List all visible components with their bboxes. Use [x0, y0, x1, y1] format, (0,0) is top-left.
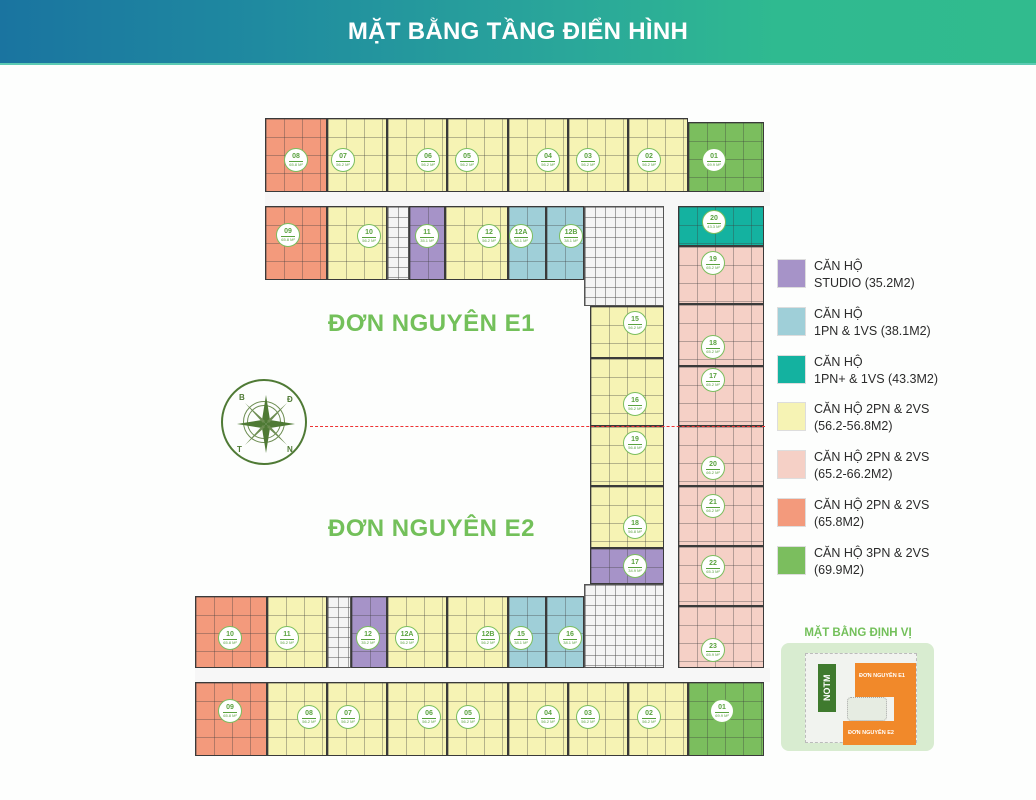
unit-mid-16[interactable] [590, 358, 664, 426]
unit-right-22[interactable] [678, 546, 764, 606]
compass-west-label: T [237, 445, 242, 454]
unit-e1-01[interactable] [688, 122, 764, 192]
keyplan-title: MẶT BẰNG ĐỊNH VỊ [804, 627, 912, 639]
legend-item-studio: CĂN HỘ STUDIO (35.2M2) [777, 259, 915, 292]
unit-right-23[interactable] [678, 606, 764, 668]
keyplan-map: NOTM ĐƠN NGUYÊN E1 ĐƠN NGUYÊN E2 [781, 643, 934, 751]
unit-right-17[interactable] [678, 366, 764, 426]
legend-swatch [777, 498, 806, 527]
unit-e1-12b[interactable] [546, 206, 584, 280]
block-separation-line [310, 426, 765, 427]
block-label-e1: ĐƠN NGUYÊN E1 [328, 310, 536, 337]
legend-item-1pn-plus: CĂN HỘ 1PN+ & 1VS (43.3M2) [777, 355, 938, 388]
legend-swatch [777, 402, 806, 431]
e2-stair-core [584, 584, 664, 668]
vertical-corridor [664, 206, 678, 676]
unit-right-18[interactable] [678, 304, 764, 366]
unit-right-21[interactable] [678, 486, 764, 546]
e2-west-stair [327, 596, 351, 668]
compass-south-label: N [287, 445, 293, 454]
keyplan-e2-label: ĐƠN NGUYÊN E2 [848, 730, 894, 736]
e2-corridor [195, 668, 770, 682]
keyplan-block-e1 [855, 663, 916, 697]
legend-swatch [777, 450, 806, 479]
legend-item-3pn: CĂN HỘ 3PN & 2VS (69.9M2) [777, 546, 929, 579]
compass-icon: B Đ T N [221, 379, 307, 465]
unit-e1-10[interactable] [327, 206, 387, 280]
keyplan-courtyard [847, 697, 887, 721]
legend-swatch [777, 355, 806, 384]
unit-e2-10[interactable] [195, 596, 267, 668]
e1-stair-core [387, 206, 409, 280]
legend-item-1pn: CĂN HỘ 1PN & 1VS (38.1M2) [777, 307, 931, 340]
compass-rose-icon [237, 395, 295, 453]
keyplan-notm: NOTM [818, 664, 836, 712]
compass-east-label: Đ [287, 395, 293, 404]
unit-mid-19[interactable] [590, 426, 664, 486]
legend-item-2pn-corner: CĂN HỘ 2PN & 2VS (65.8M2) [777, 498, 929, 531]
legend-swatch [777, 546, 806, 575]
keyplan-e1-label: ĐƠN NGUYÊN E1 [859, 673, 905, 679]
legend-swatch [777, 307, 806, 336]
page-header: MẶT BẰNG TẦNG ĐIỂN HÌNH [0, 0, 1036, 65]
unit-e2-01[interactable] [688, 682, 764, 756]
keyplan-block-e2 [843, 721, 916, 745]
e1-elevator-core [584, 206, 664, 306]
unit-e1-07[interactable] [327, 118, 387, 192]
unit-e1-08[interactable] [265, 118, 327, 192]
page-title: MẶT BẰNG TẦNG ĐIỂN HÌNH [347, 17, 689, 45]
block-label-e2: ĐƠN NGUYÊN E2 [328, 515, 536, 542]
legend-swatch [777, 259, 806, 288]
compass-north-label: B [239, 393, 245, 402]
legend-item-2pn-small: CĂN HỘ 2PN & 2VS (56.2-56.8M2) [777, 402, 929, 435]
e1-corridor [265, 192, 770, 206]
legend-item-2pn-large: CĂN HỘ 2PN & 2VS (65.2-66.2M2) [777, 450, 929, 483]
unit-right-20[interactable] [678, 426, 764, 486]
